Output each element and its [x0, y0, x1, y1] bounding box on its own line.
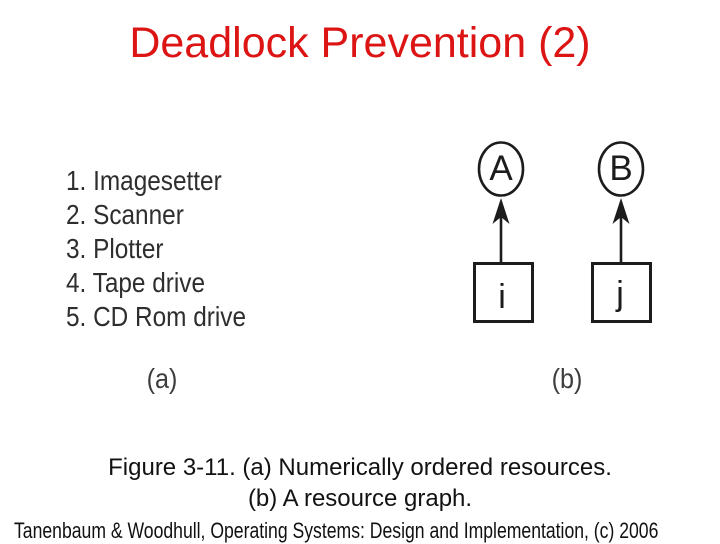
panel-label-b: (b)	[551, 363, 583, 394]
list-item-tape-drive: 4. Tape drive	[66, 267, 206, 298]
attribution-footer: Tanenbaum & Woodhull, Operating Systems:…	[14, 518, 659, 543]
resource-i-label: i	[498, 278, 506, 316]
arrow-j-to-b-head	[612, 198, 630, 224]
resource-j-square	[591, 262, 652, 323]
process-b-circle	[597, 141, 645, 197]
numbered-resource-list: 1. Imagesetter 2. Scanner 3. Plotter 4. …	[66, 164, 246, 334]
list-item-plotter: 3. Plotter	[66, 233, 164, 264]
arrow-i-to-a-head	[492, 198, 510, 224]
list-item-scanner: 2. Scanner	[66, 199, 184, 230]
caption-line-1: Figure 3-11. (a) Numerically ordered res…	[108, 454, 612, 481]
figure-caption: Figure 3-11. (a) Numerically ordered res…	[0, 452, 720, 514]
process-b-label: B	[609, 149, 632, 188]
panel-label-a: (a)	[146, 363, 178, 394]
resource-i-square	[473, 262, 534, 323]
resource-j-label: j	[615, 275, 624, 313]
list-item-imagesetter: 1. Imagesetter	[66, 165, 222, 196]
process-a-circle	[477, 141, 525, 197]
list-item-cd-rom: 5. CD Rom drive	[66, 301, 247, 332]
caption-line-2: (b) A resource graph.	[247, 485, 473, 512]
slide-title: Deadlock Prevention (2)	[129, 19, 591, 67]
process-a-label: A	[489, 149, 513, 188]
